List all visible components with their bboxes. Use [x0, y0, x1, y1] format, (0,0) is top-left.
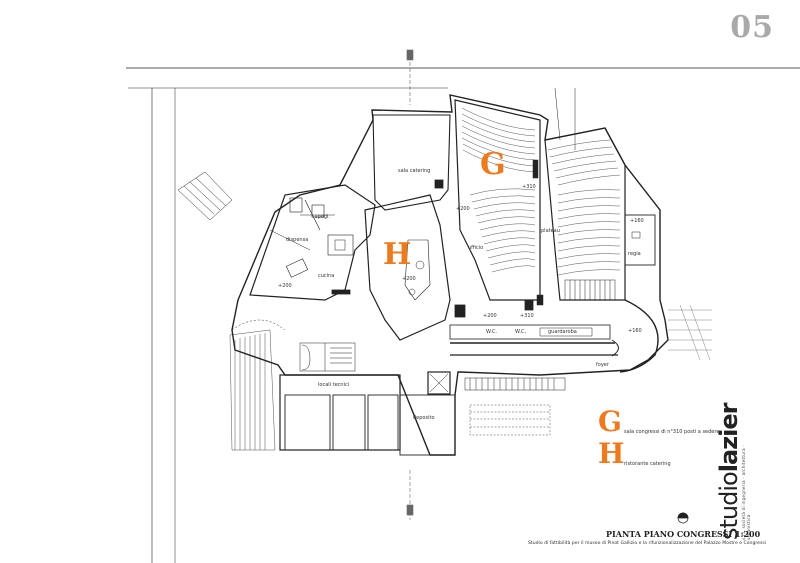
- room-label-sala-catering: sala catering: [398, 168, 431, 174]
- room-label-locali-tecnici: locali tecnici: [318, 382, 350, 388]
- level-label: +200: [456, 206, 470, 212]
- room-label-plateau: plateau: [541, 228, 560, 234]
- room-label-wc: W.C.: [486, 329, 498, 335]
- drawing-subtitle: Studio di fattibilità per il museo di Pi…: [528, 541, 767, 546]
- level-label: +310: [522, 184, 536, 190]
- north-arrow-icon: [677, 512, 689, 524]
- drawing-title: PIANTA PIANO CONGRESSI 1:200: [606, 529, 761, 539]
- foyer-curve: [619, 299, 659, 373]
- legend-text-g: sala congressi di n°310 posti a sedere: [624, 429, 720, 435]
- brand-name-bold: lazier: [715, 403, 743, 473]
- kitchen-block: [249, 184, 376, 301]
- zone-letter-g: G: [480, 147, 506, 182]
- zone-letter-h: H: [383, 237, 412, 272]
- level-label: +200: [278, 283, 292, 289]
- room-label-wc2: W.C.: [515, 329, 527, 335]
- restaurant-zone-h: [364, 194, 451, 341]
- room-label-deposito: deposito: [413, 415, 435, 421]
- room-label-spogl: spogl.: [315, 214, 330, 220]
- building-outline: [231, 94, 669, 456]
- level-label: +160: [630, 218, 644, 224]
- brand-tagline: s.r.l. società di ingegneria · architett…: [741, 445, 751, 540]
- outdoor-steps: [469, 404, 551, 436]
- page-number: 05: [730, 10, 774, 45]
- room-label-ufficio: ufficio: [468, 245, 484, 251]
- room-label-guardaroba: guardaroba: [548, 329, 577, 335]
- lower-ramp: [464, 377, 566, 391]
- room-label-cucina: cucina: [318, 273, 335, 279]
- level-label: +200: [402, 276, 416, 282]
- left-stair: [299, 342, 356, 372]
- legend-text-h: ristorante catering: [624, 461, 671, 467]
- level-label: +200: [483, 313, 497, 319]
- guardaroba-band: [449, 324, 611, 340]
- catering-room: [372, 114, 451, 211]
- room-label-foyer: foyer: [596, 362, 609, 368]
- room-label-dispensa: dispensa: [286, 237, 309, 243]
- section-axis: [406, 49, 414, 520]
- room-label-regia: regia: [628, 251, 641, 257]
- studio-brand-logo: studiolazier s.r.l. società di ingegneri…: [715, 404, 751, 540]
- congress-hall-seating: [454, 99, 544, 306]
- right-terrace-hatch: [668, 304, 712, 361]
- lift-core: [427, 371, 451, 395]
- hatched-strip: [229, 329, 276, 451]
- central-stair: [564, 279, 616, 301]
- right-fan-seating: [544, 127, 626, 301]
- external-stair: [177, 171, 233, 221]
- legend-letter-g: G: [598, 405, 622, 438]
- level-label: +310: [520, 313, 534, 319]
- site-boundary-line: [554, 87, 561, 141]
- deposito-room: [399, 394, 456, 456]
- legend-letter-h: H: [598, 437, 625, 470]
- regia-room: [624, 214, 656, 266]
- level-label: +160: [628, 328, 642, 334]
